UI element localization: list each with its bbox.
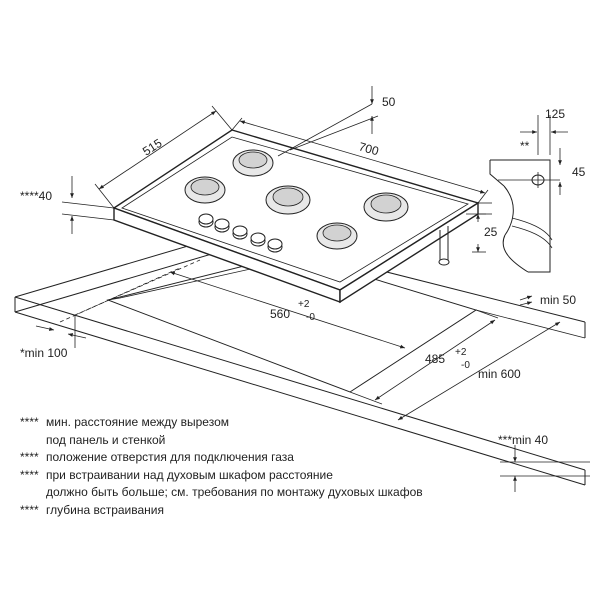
footnote-mark: **** (20, 467, 39, 482)
knob-1 (198, 213, 214, 228)
dim-depth-label: 515 (140, 136, 165, 159)
footnote-2: **** положение отверстия для подключения… (20, 449, 580, 467)
burner-back-left (232, 149, 274, 177)
dimension-min-40: ***min 40 (498, 433, 590, 492)
dim-min-50-label: min 50 (540, 293, 576, 307)
dimension-left-40: ****40 (20, 176, 115, 234)
dim-min-100-label: *min 100 (20, 346, 68, 360)
dim-top-offset-label: 50 (382, 95, 396, 109)
footnote-text: глубина встраивания (46, 502, 164, 517)
footnote-mark: **** (20, 502, 39, 517)
footnote-4: **** глубина встраивания (20, 502, 580, 520)
dim-side-height-label: 45 (572, 165, 586, 179)
footnote-3: **** при встраивании над духовым шкафом … (20, 467, 580, 485)
footnotes: **** мин. расстояние между вырезом под п… (20, 414, 580, 519)
dimension-min-50: min 50 (475, 293, 586, 339)
dimension-min-100: *min 100 (20, 315, 87, 360)
dimension-top-offset: 50 (277, 86, 396, 157)
dim-cutout-width-label: 560 (270, 307, 290, 321)
dim-cutout-depth-label: 485 (425, 352, 445, 366)
burner-center (265, 185, 311, 215)
dim-hob-height-label: 25 (484, 225, 498, 239)
gap-marker-label: ** (520, 139, 530, 153)
hob (112, 129, 480, 304)
footnote-mark: **** (20, 415, 39, 429)
footnote-continuation: должно быть больше; см. требования по мо… (46, 485, 423, 499)
footnote-continuation: под панель и стенкой (46, 432, 166, 447)
footnote-text: при встраивании над духовым шкафом расст… (46, 467, 333, 482)
knob-4 (250, 232, 266, 247)
knob-2 (214, 218, 230, 233)
side-profile-detail: 125 ** 45 (489, 107, 586, 273)
dimension-cutout-depth: 485 +2 -0 (349, 309, 499, 405)
dim-min-40-label: ***min 40 (498, 433, 548, 447)
knob-5 (267, 238, 283, 253)
footnote-text: мин. расстояние между вырезом (46, 415, 229, 429)
footnote-1: **** мин. расстояние между вырезом (20, 414, 580, 432)
dimension-min-600: min 600 (397, 321, 561, 421)
dimension-hob-height: 25 (466, 202, 498, 253)
dim-side-label: 125 (545, 107, 565, 121)
dim-cutout-width-tol-minus: -0 (306, 312, 315, 323)
knob-3 (232, 225, 248, 240)
control-knobs (198, 213, 283, 253)
burner-left (184, 176, 226, 204)
footnote-text: положение отверстия для подключения газа (46, 450, 294, 464)
dimension-cutout-width: 560 +2 -0 (169, 271, 406, 349)
dimension-width: 700 (231, 117, 489, 204)
dim-cutout-depth-tol-plus: +2 (455, 347, 467, 358)
dim-cutout-width-tol-plus: +2 (298, 299, 310, 310)
dim-left-40-label: ****40 (20, 189, 52, 203)
dim-min-600-label: min 600 (478, 367, 521, 381)
dim-width-label: 700 (357, 139, 380, 158)
burner-front (316, 222, 358, 250)
dim-cutout-depth-tol-minus: -0 (461, 360, 470, 371)
burner-right (363, 192, 409, 222)
footnote-mark: **** (20, 450, 39, 464)
